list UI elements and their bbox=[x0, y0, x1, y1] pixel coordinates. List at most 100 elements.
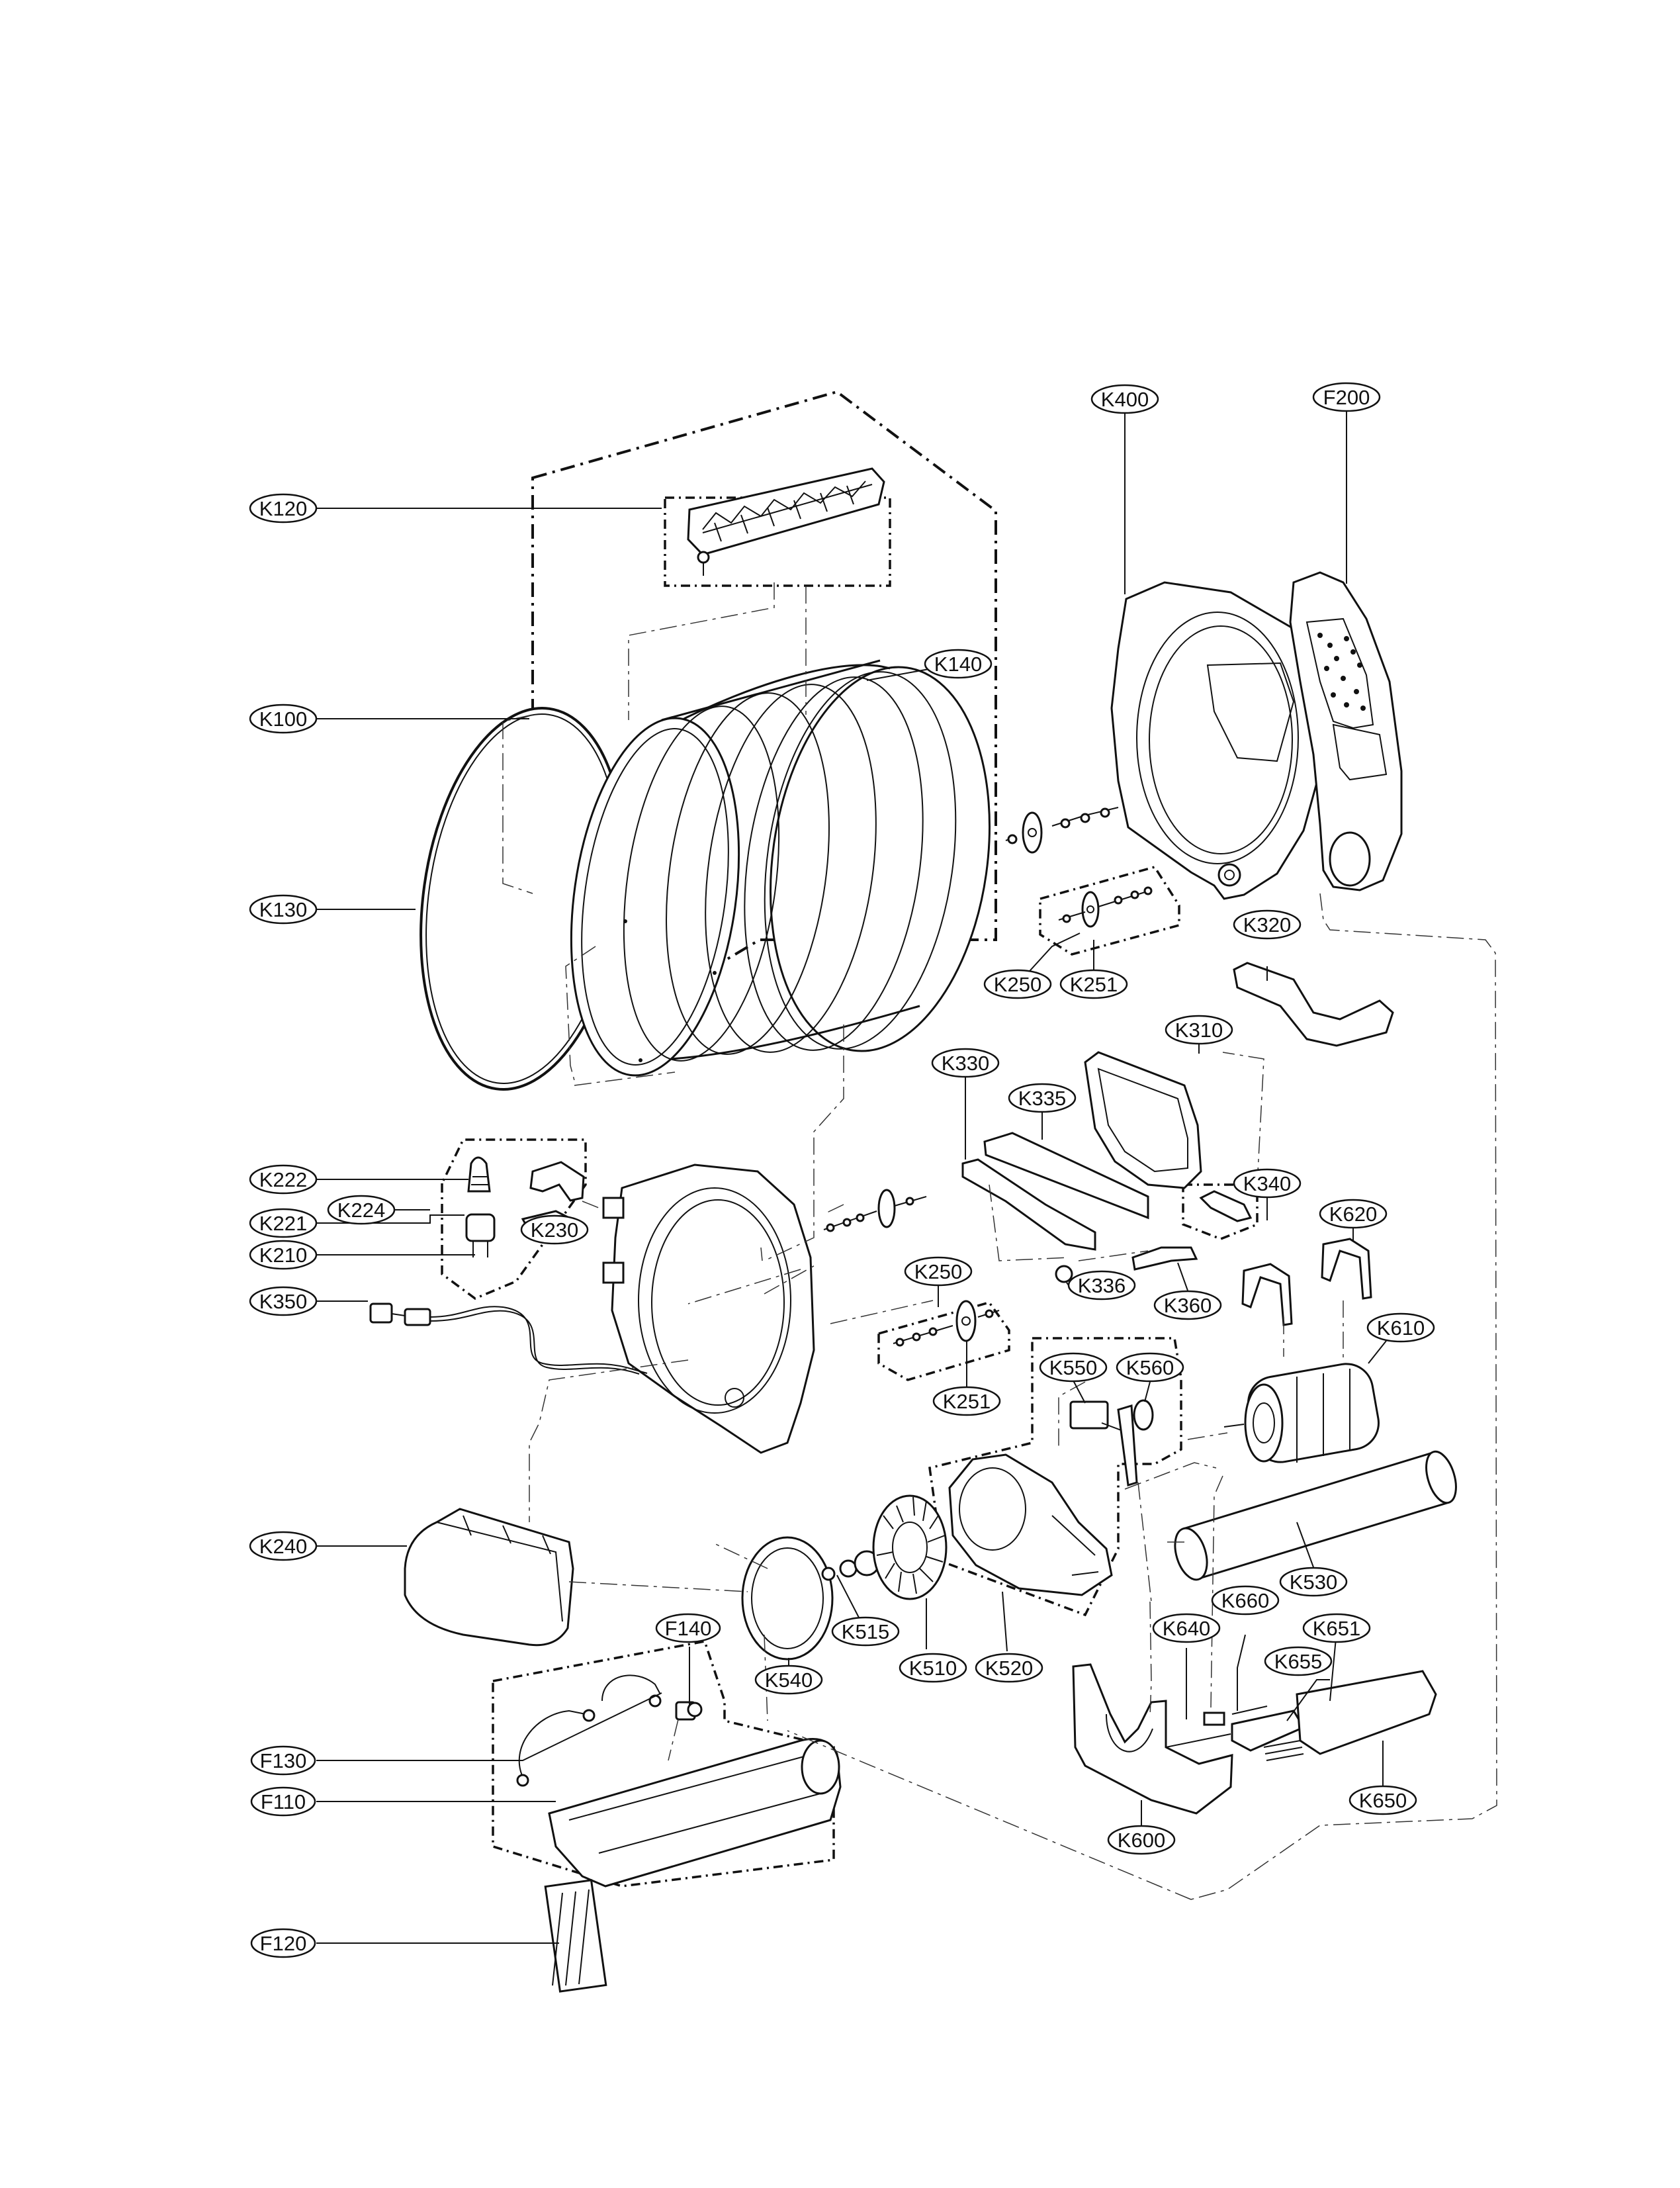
k224-lamp-socket-part bbox=[465, 1213, 496, 1257]
label-k210: K210 bbox=[249, 1240, 318, 1270]
k520-blower-housing-part bbox=[948, 1453, 1113, 1596]
svg-text:K610: K610 bbox=[1377, 1316, 1425, 1340]
svg-text:K650: K650 bbox=[1359, 1789, 1407, 1812]
svg-text:K100: K100 bbox=[259, 707, 307, 731]
label-k100: K100 bbox=[249, 704, 318, 734]
label-k251-upper: K251 bbox=[1059, 969, 1128, 999]
f200-filter-housing-part bbox=[1289, 571, 1403, 891]
label-k650: K650 bbox=[1348, 1785, 1417, 1815]
svg-text:F200: F200 bbox=[1323, 386, 1370, 409]
label-k655: K655 bbox=[1264, 1646, 1333, 1676]
svg-text:K335: K335 bbox=[1018, 1087, 1066, 1110]
label-k515: K515 bbox=[831, 1616, 900, 1647]
lamp-group-outline bbox=[441, 1138, 587, 1300]
label-k340: K340 bbox=[1233, 1168, 1302, 1199]
label-k560: K560 bbox=[1116, 1352, 1184, 1383]
svg-text:K640: K640 bbox=[1163, 1617, 1210, 1640]
k560-part bbox=[1117, 1399, 1154, 1486]
k660-part bbox=[1231, 1706, 1268, 1715]
label-k130: K130 bbox=[249, 894, 318, 925]
k120-lifter-part bbox=[687, 467, 885, 576]
label-k230: K230 bbox=[520, 1214, 589, 1245]
label-k336: K336 bbox=[1067, 1270, 1136, 1300]
k222-lamp-part bbox=[467, 1156, 491, 1193]
k240-grille-part bbox=[404, 1508, 574, 1647]
label-k610: K610 bbox=[1366, 1312, 1435, 1343]
svg-text:K655: K655 bbox=[1274, 1650, 1322, 1673]
svg-text:K600: K600 bbox=[1118, 1829, 1165, 1852]
k360-part bbox=[1131, 1246, 1198, 1271]
k340-part bbox=[1199, 1190, 1253, 1222]
lower-drum-roller-part bbox=[823, 1189, 927, 1232]
svg-text:K336: K336 bbox=[1078, 1274, 1126, 1297]
k350-wire-harness-part bbox=[369, 1302, 648, 1375]
label-k400: K400 bbox=[1090, 384, 1159, 414]
svg-text:K560: K560 bbox=[1126, 1356, 1174, 1379]
svg-text:K130: K130 bbox=[259, 898, 307, 921]
label-k540: K540 bbox=[754, 1664, 823, 1695]
svg-text:K400: K400 bbox=[1101, 388, 1149, 411]
k310-lint-filter-part bbox=[1084, 1051, 1202, 1189]
label-k600: K600 bbox=[1107, 1825, 1176, 1855]
svg-text:K530: K530 bbox=[1290, 1571, 1337, 1594]
svg-text:K250: K250 bbox=[914, 1260, 962, 1283]
svg-text:K250: K250 bbox=[994, 973, 1041, 996]
svg-text:K620: K620 bbox=[1329, 1203, 1377, 1226]
label-k222: K222 bbox=[249, 1164, 318, 1195]
svg-text:K320: K320 bbox=[1243, 913, 1291, 936]
label-k335: K335 bbox=[1008, 1083, 1077, 1113]
k400-rear-bulkhead-part bbox=[1110, 581, 1321, 900]
svg-text:K221: K221 bbox=[259, 1212, 307, 1235]
svg-text:K510: K510 bbox=[909, 1657, 957, 1680]
roller-group-outline-upper bbox=[1039, 865, 1180, 956]
svg-text:K660: K660 bbox=[1221, 1589, 1269, 1612]
label-k360: K360 bbox=[1153, 1290, 1222, 1320]
k335-part bbox=[983, 1132, 1149, 1220]
f140-thermostat-part bbox=[675, 1701, 703, 1721]
label-k250-upper: K250 bbox=[983, 969, 1052, 999]
label-k310: K310 bbox=[1165, 1015, 1233, 1045]
k210-front-bulkhead-part bbox=[602, 1163, 815, 1454]
label-k250-lower: K250 bbox=[904, 1256, 973, 1287]
svg-text:K540: K540 bbox=[765, 1668, 813, 1692]
svg-text:F140: F140 bbox=[665, 1617, 712, 1640]
k610-motor-part bbox=[1223, 1363, 1380, 1463]
label-k224: K224 bbox=[327, 1195, 396, 1225]
k250-k251-roller-upper-part bbox=[1058, 886, 1153, 928]
label-f120: F120 bbox=[250, 1928, 316, 1958]
svg-text:K240: K240 bbox=[259, 1535, 307, 1558]
svg-text:F130: F130 bbox=[260, 1749, 307, 1772]
k515-washer-part bbox=[821, 1567, 836, 1581]
k530-duct-tube-part bbox=[1174, 1450, 1457, 1581]
k650-part bbox=[1296, 1670, 1437, 1755]
k330-part bbox=[961, 1158, 1096, 1251]
label-f200: F200 bbox=[1312, 382, 1381, 412]
label-k660: K660 bbox=[1211, 1585, 1280, 1616]
svg-text:K210: K210 bbox=[259, 1244, 307, 1267]
svg-text:K360: K360 bbox=[1164, 1294, 1212, 1317]
roller-group-outline-lower bbox=[877, 1300, 1010, 1381]
k515-washer-part-2 bbox=[839, 1559, 858, 1578]
k620-bracket-part-2 bbox=[1241, 1263, 1293, 1326]
blower-group-outline bbox=[928, 1337, 1182, 1617]
label-k640: K640 bbox=[1152, 1613, 1221, 1643]
svg-text:K251: K251 bbox=[943, 1390, 991, 1413]
svg-text:K224: K224 bbox=[337, 1199, 385, 1222]
upper-drum-roller-part bbox=[1005, 807, 1119, 854]
svg-text:K550: K550 bbox=[1049, 1356, 1097, 1379]
f110-heater-housing-part bbox=[548, 1738, 842, 1888]
k250-k251-roller-lower-part bbox=[893, 1300, 1000, 1347]
svg-text:K350: K350 bbox=[259, 1290, 307, 1313]
label-k510: K510 bbox=[899, 1653, 967, 1683]
assembly-lines bbox=[502, 582, 1497, 1900]
k650-spring-part bbox=[1263, 1740, 1304, 1761]
label-k620: K620 bbox=[1319, 1199, 1388, 1229]
label-k240: K240 bbox=[249, 1531, 318, 1561]
label-k550: K550 bbox=[1039, 1352, 1108, 1383]
svg-text:K140: K140 bbox=[934, 653, 982, 676]
label-k651: K651 bbox=[1302, 1613, 1371, 1643]
k100-drum-part bbox=[570, 659, 991, 1077]
k620-bracket-part bbox=[1321, 1238, 1372, 1300]
k230-cover-part bbox=[529, 1161, 585, 1202]
